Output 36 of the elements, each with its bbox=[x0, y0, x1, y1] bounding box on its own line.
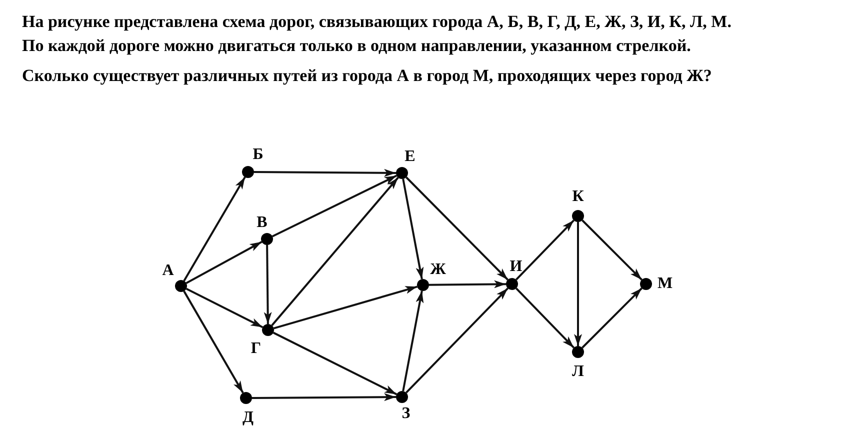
city-label: Ж bbox=[430, 262, 446, 278]
road-arrow bbox=[186, 288, 264, 328]
road-arrow bbox=[515, 220, 575, 280]
road-arrow bbox=[271, 176, 399, 326]
city-label: Г bbox=[250, 341, 262, 357]
city-label: И bbox=[510, 259, 522, 275]
city-label: М bbox=[657, 276, 673, 292]
road-arrow bbox=[402, 178, 424, 280]
road-arrow bbox=[264, 244, 272, 324]
road-arrow bbox=[183, 176, 246, 282]
task-text: Сколько существует различных путей из города А в город М, проходящих через город Ж? bbox=[22, 65, 713, 87]
road-arrow bbox=[272, 332, 398, 396]
road-arrow bbox=[582, 220, 642, 280]
city-label: В bbox=[256, 215, 268, 231]
road-arrow bbox=[405, 288, 509, 394]
city-label: З bbox=[402, 406, 410, 422]
city-label: Е bbox=[404, 149, 416, 165]
road-arrow bbox=[406, 176, 508, 280]
road-arrow bbox=[574, 222, 582, 346]
road-arrow bbox=[402, 290, 424, 392]
road-arrow bbox=[582, 288, 642, 348]
city-label: Д bbox=[242, 410, 254, 426]
road-arrow bbox=[183, 290, 244, 394]
road-arrow bbox=[252, 393, 396, 402]
road-arrow bbox=[272, 174, 398, 238]
road-arrow bbox=[186, 241, 262, 284]
city-label: Л bbox=[572, 364, 584, 380]
city-label: К bbox=[572, 189, 584, 205]
road-arrow bbox=[254, 168, 396, 177]
road-arrow bbox=[515, 288, 575, 348]
task-text: По каждой дороге можно двигаться только в одном направлении, указанном стрелкой. bbox=[22, 35, 692, 57]
road-arrow bbox=[428, 280, 506, 288]
city-label: Б bbox=[252, 147, 264, 163]
task-text: На рисунке представлена схема дорог, связывающих города А, Б, В, Г, Д, Е, Ж, З, И, К, Л, М. bbox=[22, 11, 732, 33]
city-label: А bbox=[162, 263, 174, 279]
road-arrow bbox=[273, 286, 418, 330]
